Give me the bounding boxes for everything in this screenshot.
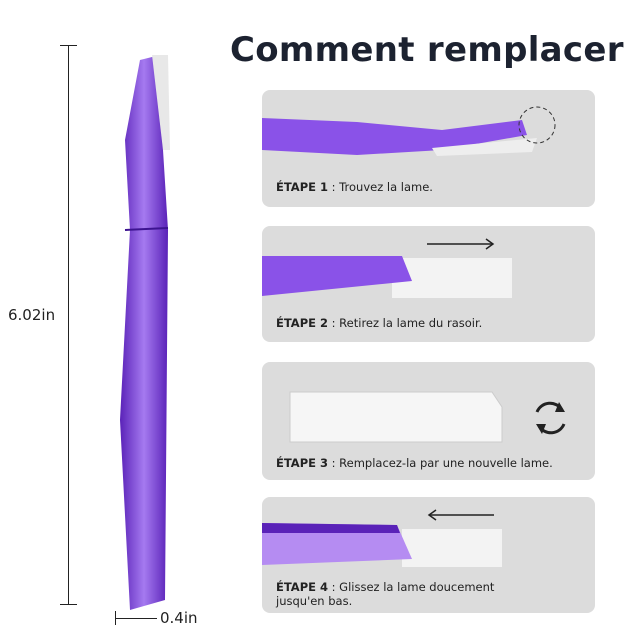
step-4-caption: ÉTAPE 4 : Glissez la lame doucement jusq… bbox=[276, 580, 495, 608]
step-2-panel: ÉTAPE 2 : Retirez la lame du rasoir. bbox=[262, 226, 595, 342]
width-dimension-cap bbox=[115, 611, 116, 625]
width-dimension-line bbox=[115, 618, 157, 619]
height-dimension-cap-top bbox=[60, 45, 77, 46]
page-title: Comment remplacer bbox=[230, 30, 624, 70]
height-dimension-line bbox=[68, 45, 69, 605]
new-blade-illustration bbox=[289, 391, 566, 443]
step-3-caption: ÉTAPE 3 : Remplacez-la par une nouvelle … bbox=[276, 456, 553, 470]
blade-removal-illustration bbox=[262, 238, 512, 298]
step-4-panel: ÉTAPE 4 : Glissez la lame doucement jusq… bbox=[262, 497, 595, 613]
blade-insert-illustration bbox=[262, 509, 502, 567]
step-2-caption: ÉTAPE 2 : Retirez la lame du rasoir. bbox=[276, 316, 483, 330]
razor-head-illustration bbox=[262, 106, 556, 156]
step-3-panel: ÉTAPE 3 : Remplacez-la par une nouvelle … bbox=[262, 362, 595, 480]
height-label: 6.02in bbox=[8, 306, 56, 324]
height-dimension-cap-bottom bbox=[60, 604, 77, 605]
step-1-panel: ÉTAPE 1 : Trouvez la lame. bbox=[262, 90, 595, 207]
step-1-caption: ÉTAPE 1 : Trouvez la lame. bbox=[276, 180, 433, 194]
width-label: 0.4in bbox=[160, 609, 198, 627]
